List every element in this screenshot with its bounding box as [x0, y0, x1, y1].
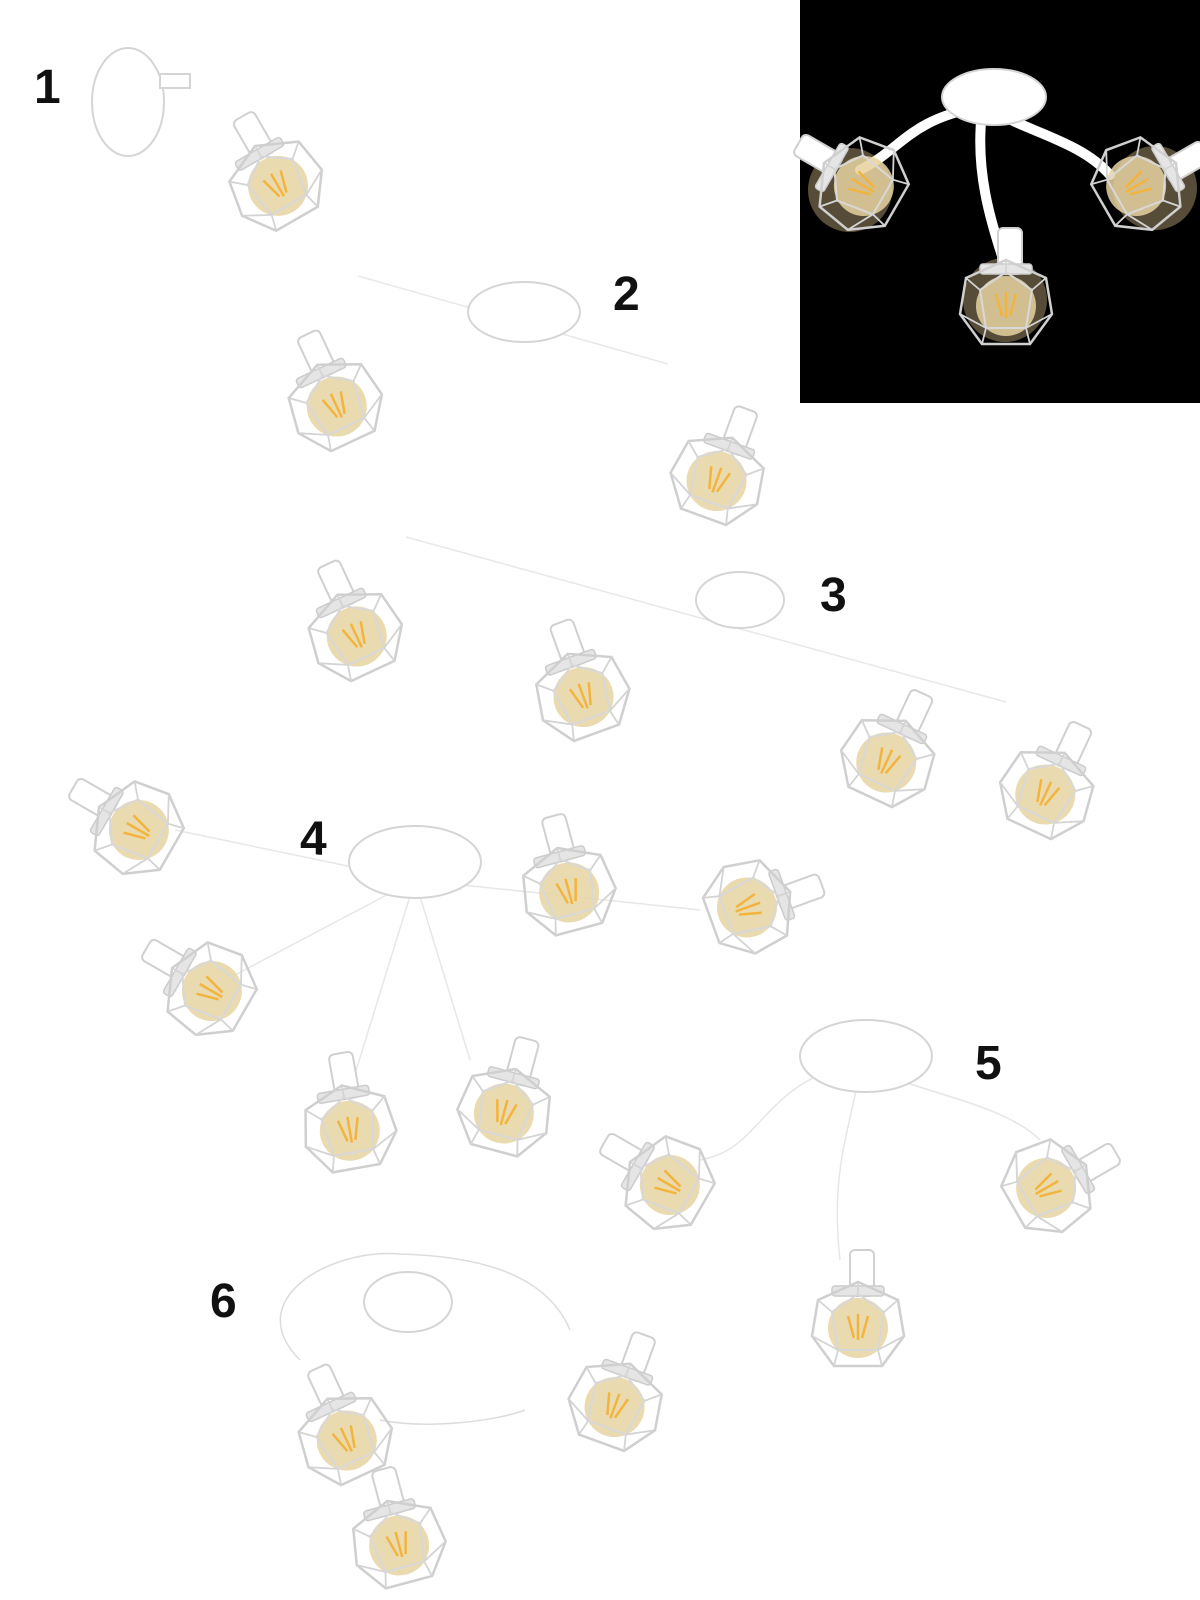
variant-6-label: 6	[210, 1275, 237, 1328]
variant-5-fixture	[578, 1019, 1138, 1368]
variant-5-label: 5	[975, 1037, 1002, 1090]
variant-1-fixture	[91, 47, 339, 244]
variant-3-fixture	[280, 531, 1122, 850]
variant-6-fixture	[270, 1247, 686, 1596]
night-view-fixture	[772, 68, 1200, 346]
variant-3-label: 3	[820, 569, 847, 622]
variant-1-label: 1	[34, 61, 61, 114]
variant-4-fixture	[47, 749, 838, 1178]
variant-2-label: 2	[613, 268, 640, 321]
variant-2-fixture	[260, 270, 788, 534]
